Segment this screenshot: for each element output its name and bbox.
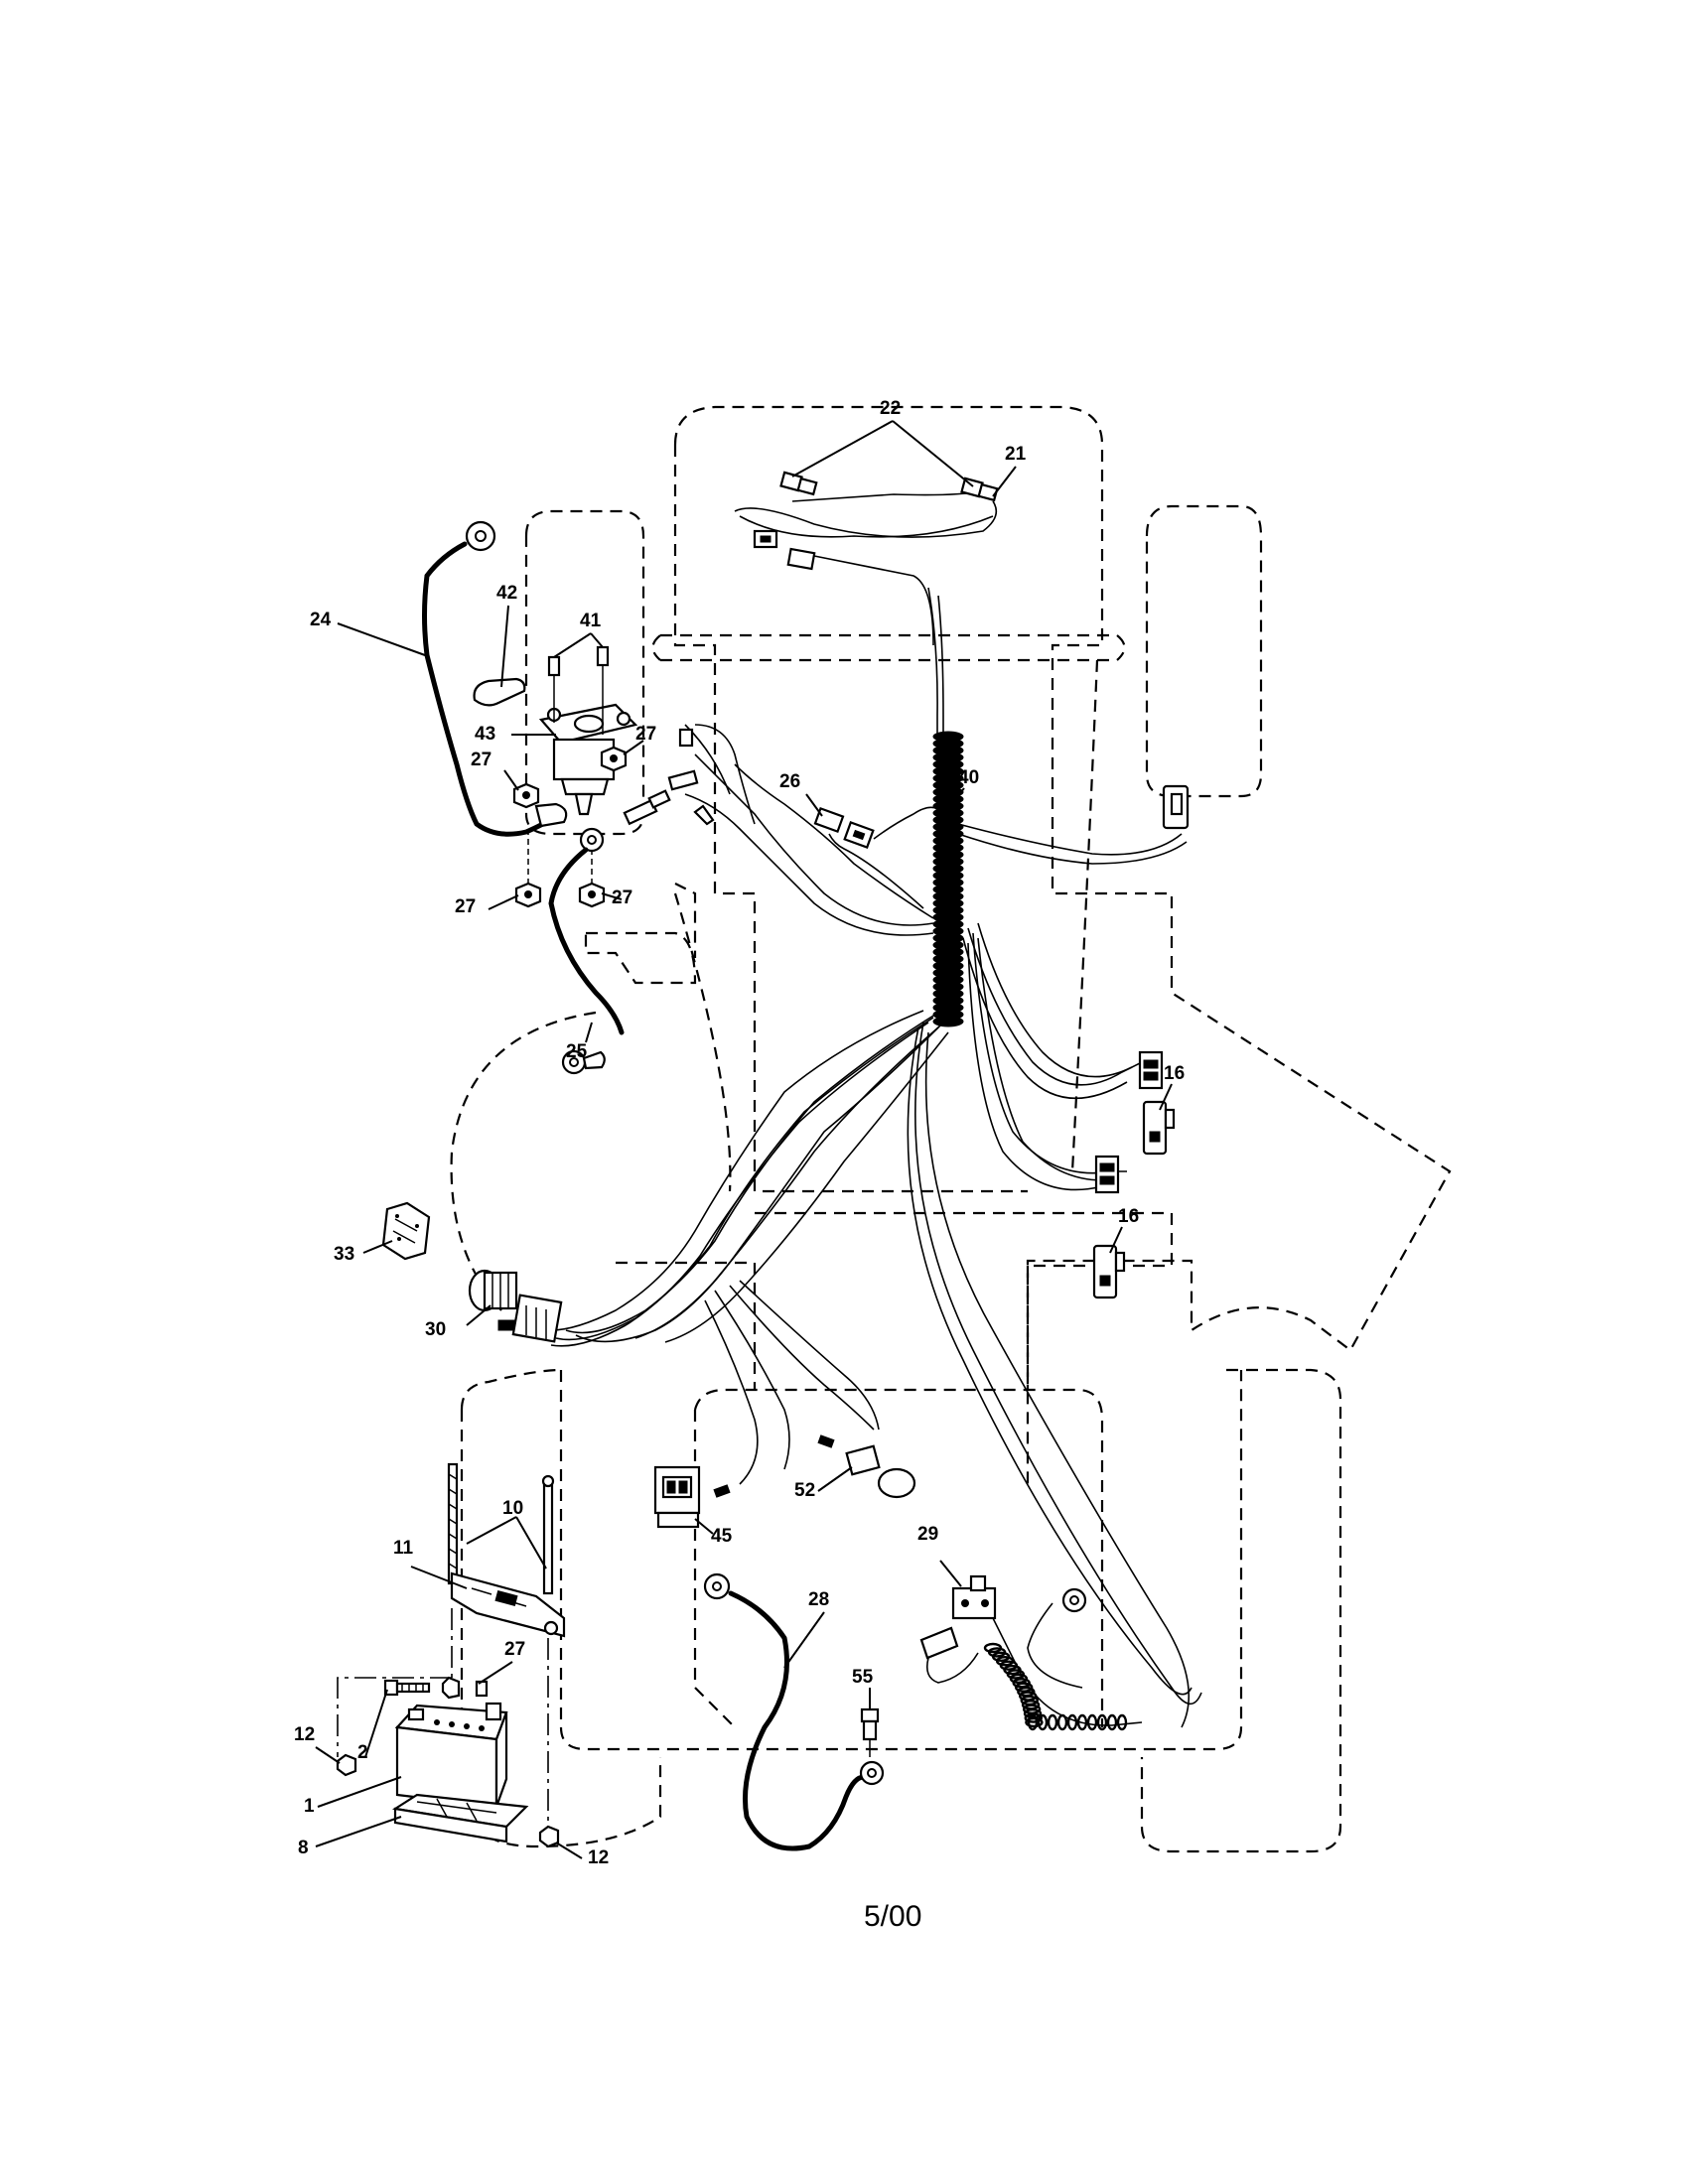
nut-27-right	[600, 746, 628, 772]
coil-loop	[1066, 1713, 1078, 1731]
coil-loop	[1076, 1713, 1088, 1731]
callout-30: 30	[425, 1319, 447, 1340]
callout-28: 28	[808, 1589, 830, 1610]
seat-switch-connector-upper	[1138, 1050, 1164, 1090]
ignition-switch-30	[468, 1269, 563, 1343]
callout-2: 2	[357, 1742, 368, 1763]
callout-1: 1	[304, 1796, 315, 1817]
nut-27-left	[512, 782, 540, 809]
callout-12-left: 12	[294, 1724, 316, 1745]
nut-27-lower-left	[514, 882, 542, 908]
ground-cable-28	[703, 1572, 885, 1851]
main-wiring-harness	[550, 490, 1202, 1728]
coil-loop	[1037, 1713, 1049, 1731]
callout-42: 42	[496, 583, 518, 604]
callout-16-lower: 16	[1118, 1206, 1140, 1227]
coil-loop	[1047, 1713, 1058, 1731]
callout-21: 21	[1005, 444, 1027, 465]
seat-switch-connector-lower	[1094, 1155, 1120, 1194]
callout-29: 29	[917, 1524, 939, 1545]
callout-11: 11	[393, 1538, 414, 1559]
seat-switch-lower	[1092, 1244, 1126, 1299]
coil-loop	[1009, 1673, 1029, 1685]
coil-loop	[1014, 1682, 1034, 1693]
wire-loom-conduit	[932, 731, 964, 1027]
battery-1	[394, 1702, 508, 1809]
loom-ring	[932, 1016, 964, 1027]
hold-down-bracket-11	[450, 1571, 566, 1638]
coil-loop	[1012, 1678, 1031, 1689]
coil-loop	[1096, 1713, 1108, 1731]
coil-loop	[1056, 1713, 1068, 1731]
bolt-2	[383, 1679, 431, 1697]
nut-12-right	[538, 1825, 560, 1848]
module-45	[653, 1465, 731, 1529]
callout-43: 43	[475, 724, 496, 745]
callout-27-battery: 27	[504, 1639, 526, 1660]
callout-55: 55	[852, 1667, 874, 1688]
callout-52: 52	[794, 1480, 816, 1501]
switch-29	[951, 1574, 997, 1620]
fuse-holder	[623, 728, 715, 826]
callout-40: 40	[958, 767, 980, 788]
headlight-harness	[753, 471, 999, 571]
nut-12-left	[336, 1753, 357, 1777]
nut-27-battery	[441, 1676, 489, 1700]
starter-cable-25	[548, 827, 625, 1075]
hold-down-rods-10	[447, 1462, 555, 1595]
callout-16-upper: 16	[1164, 1063, 1186, 1084]
coil-loop	[1027, 1713, 1039, 1731]
battery-tray-8	[391, 1793, 529, 1843]
callout-33: 33	[334, 1244, 355, 1265]
callout-26: 26	[779, 771, 801, 792]
callout-25: 25	[566, 1041, 588, 1062]
callout-27-lower-left: 27	[455, 896, 477, 917]
callout-10: 10	[502, 1498, 524, 1519]
callout-8: 8	[298, 1838, 309, 1858]
callout-27-lower-right: 27	[612, 887, 633, 908]
coil-loop	[1116, 1713, 1128, 1731]
regulator-33	[381, 1201, 431, 1261]
coil-cord	[919, 1587, 1143, 1731]
connectors-26	[813, 806, 875, 849]
seat-switch-upper	[1142, 1100, 1176, 1156]
coil-loop	[1025, 1716, 1044, 1728]
terminal-boot-42	[473, 677, 526, 707]
callout-27-right: 27	[635, 724, 657, 745]
battery-cable-24	[422, 520, 568, 837]
nut-27-lower-right	[578, 882, 606, 908]
callout-41: 41	[580, 611, 602, 631]
coil-loop	[1024, 1712, 1043, 1723]
callout-22: 22	[880, 398, 902, 419]
centerline-left	[337, 1677, 452, 1757]
coil-loop	[1086, 1713, 1098, 1731]
bolt-55	[860, 1707, 880, 1757]
callout-12-right: 12	[588, 1847, 610, 1868]
callout-45: 45	[711, 1526, 733, 1547]
revision-date: 5/00	[864, 1900, 922, 1933]
coil-loop	[1106, 1713, 1118, 1731]
callout-27-left: 27	[471, 750, 492, 770]
pto-switch-connector	[1162, 784, 1190, 830]
leader-lines	[315, 420, 1173, 1859]
lamp-52	[817, 1434, 916, 1499]
callout-24: 24	[310, 610, 332, 630]
